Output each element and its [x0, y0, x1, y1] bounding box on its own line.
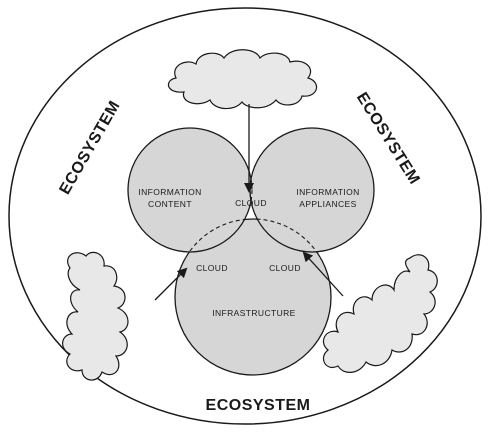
arrow-right-cloud [302, 251, 344, 297]
cloud-top-icon [167, 49, 318, 110]
arrow-left-cloud [154, 267, 188, 301]
infrastructure-circle [174, 218, 332, 376]
information-appliances-label-line2: APPLIANCES [299, 199, 356, 209]
cloud-right-icon [323, 254, 438, 373]
information-appliances-label-line1: INFORMATION [296, 187, 359, 197]
cloud-left-icon [62, 251, 129, 381]
ecosystem-label-bottom: ECOSYSTEM [206, 397, 311, 414]
information-content-label-line1: INFORMATION [138, 187, 201, 197]
information-content-label-line2: CONTENT [148, 199, 192, 209]
ecosystem-boundary [8, 7, 482, 425]
cloud-label-lower-left: CLOUD [196, 263, 228, 273]
infrastructure-label: INFRASTRUCTURE [212, 308, 296, 318]
cloud-label-lower-right: CLOUD [269, 263, 301, 273]
cloud-label-center: CLOUD [235, 198, 267, 208]
ecosystem-label-left: ECOSYSTEM [56, 98, 123, 197]
